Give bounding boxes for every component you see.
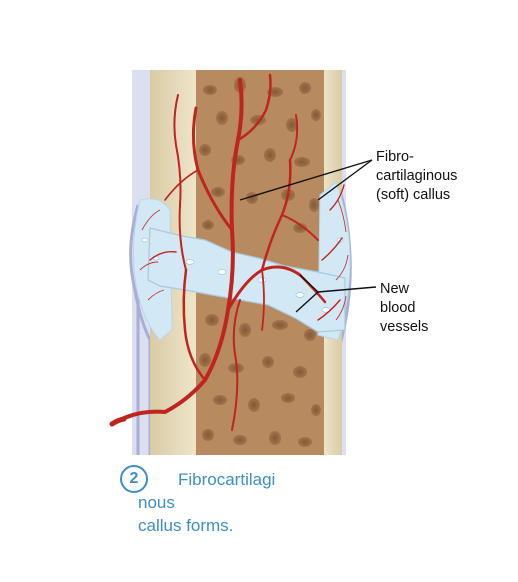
vessel-entry-stub — [109, 416, 127, 427]
callus-cartilage-cells — [141, 237, 344, 313]
leader-vessels-3 — [295, 291, 319, 313]
step-caption-line-1: Fibrocartilagi — [178, 470, 276, 489]
spongy-bone-pores — [199, 77, 321, 447]
blood-vessels — [118, 73, 345, 431]
soft-callus-fracture-band — [147, 227, 346, 333]
leader-lines — [239, 159, 377, 313]
leader-callus-2 — [317, 159, 373, 201]
capillaries-callus — [139, 199, 349, 321]
label-blood-vessels: New blood vessels — [380, 280, 428, 337]
leader-vessels-2 — [299, 274, 319, 293]
label-soft-callus-line-1: Fibro- — [376, 149, 414, 165]
label-soft-callus: Fibro- cartilaginous (soft) callus — [376, 148, 457, 205]
label-blood-vessels-line-3: vessels — [380, 319, 429, 335]
leader-vessels-1 — [317, 286, 377, 293]
step-caption-line-2: nous — [138, 493, 175, 512]
label-soft-callus-line-2: cartilaginous — [376, 168, 458, 184]
step-number-badge: 2 — [120, 465, 148, 493]
label-soft-callus-line-3: (soft) callus — [376, 187, 451, 203]
periosteum-left-edge — [129, 204, 152, 455]
step-caption-line-3: callus forms. — [138, 516, 234, 535]
label-blood-vessels-line-2: blood — [380, 300, 416, 316]
label-blood-vessels-line-1: New — [380, 281, 410, 297]
leader-callus-1 — [239, 159, 373, 201]
step-caption: Fibrocartilagi nous callus forms. — [138, 468, 275, 537]
